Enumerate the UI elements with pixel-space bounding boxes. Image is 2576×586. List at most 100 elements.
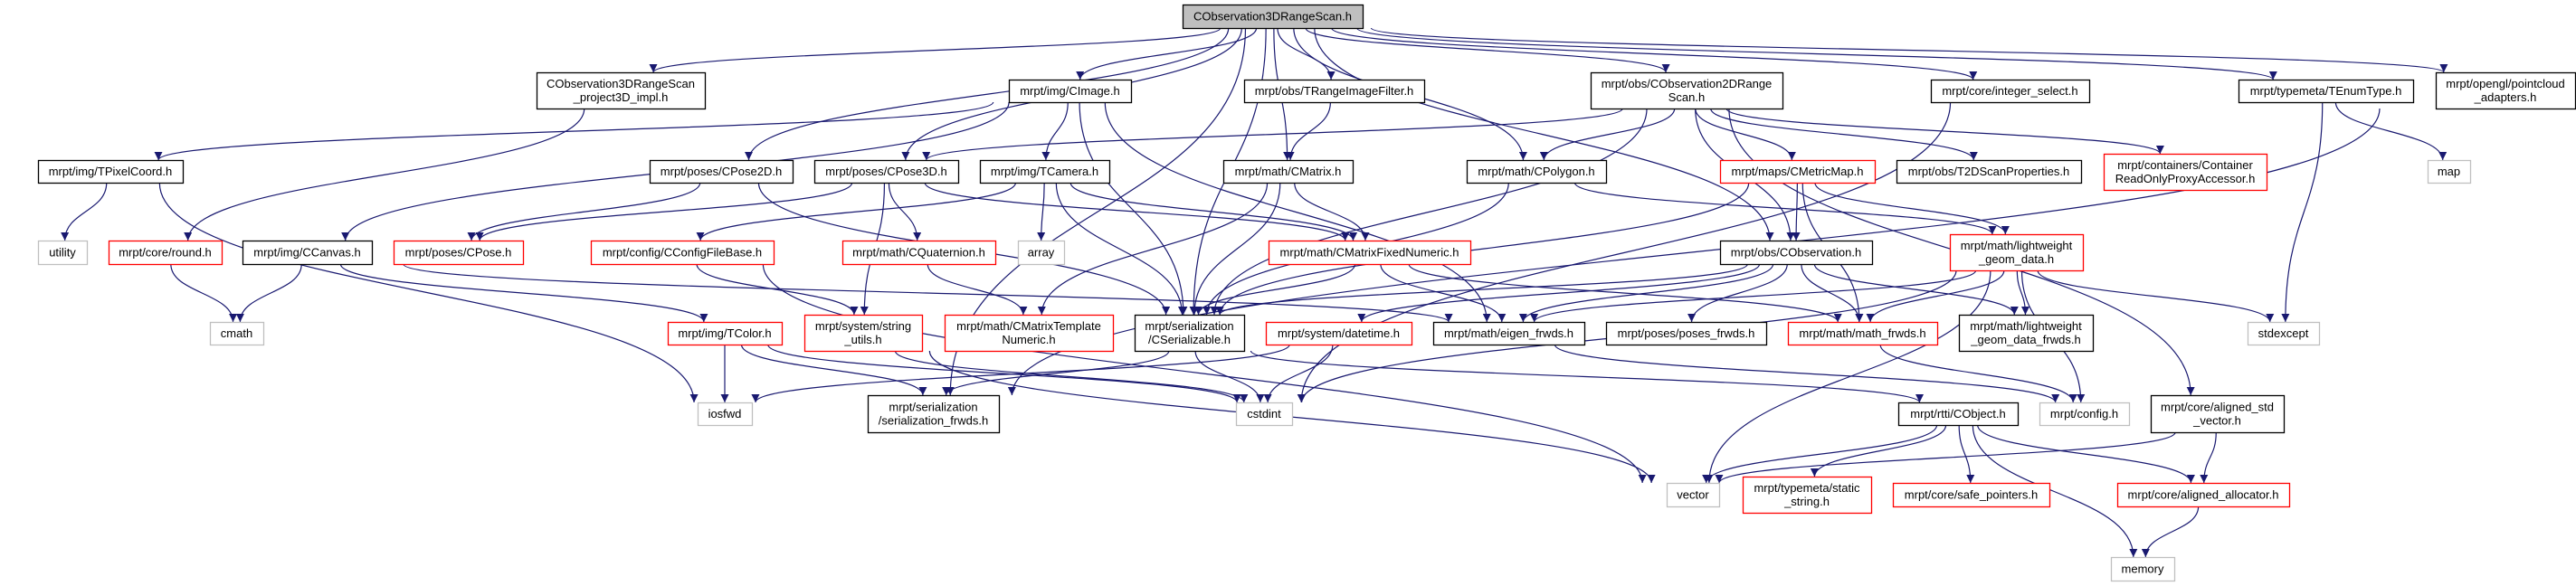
edge-main-to-trange [1277, 27, 1336, 80]
node-cmetricmap[interactable]: mrpt/maps/CMetricMap.h [1719, 159, 1877, 184]
edge-cobject-to-alalloc [1977, 424, 2195, 484]
node-cpolygon[interactable]: mrpt/math/CPolygon.h [1466, 159, 1608, 184]
node-memory[interactable]: memory [2110, 556, 2176, 582]
node-box [209, 321, 265, 346]
node-lwfrwds[interactable]: mrpt/math/lightweight_geom_data_frwds.h [1958, 314, 2095, 353]
node-label: mrpt/math/lightweight [1970, 319, 2082, 333]
node-cmatrix[interactable]: mrpt/math/CMatrix.h [1222, 159, 1355, 184]
node-label: mrpt/obs/CObservation2DRange [1602, 77, 1773, 90]
node-vector[interactable]: vector [1666, 482, 1721, 508]
node-label: iosfwd [708, 407, 742, 421]
node-round[interactable]: mrpt/core/round.h [108, 240, 223, 266]
node-static[interactable]: mrpt/typemeta/static_string.h [1742, 476, 1873, 515]
node-tcolor[interactable]: mrpt/img/TColor.h [667, 321, 784, 346]
node-cser[interactable]: mrpt/serialization/CSerializable.h [1134, 314, 1246, 353]
node-label: Numeric.h [1002, 333, 1055, 346]
node-label: _string.h [1783, 495, 1830, 508]
node-pcl[interactable]: mrpt/opengl/pointcloud_adapters.h [2435, 71, 2576, 110]
node-cstdint[interactable]: cstdint [1235, 402, 1294, 427]
node-box [803, 314, 924, 353]
node-intsel[interactable]: mrpt/core/integer_select.h [1930, 79, 2091, 104]
edge-cobject-to-safeptr [1958, 424, 1975, 484]
node-label: _geom_data_frwds.h [1970, 333, 2080, 346]
node-box [944, 314, 1115, 353]
edge-cmfixed-to-cser [1194, 263, 1356, 316]
node-cmath[interactable]: cmath [209, 321, 265, 346]
node-alstdvec[interactable]: mrpt/core/aligned_std_vector.h [2150, 394, 2286, 434]
node-cmfixed[interactable]: mrpt/math/CMatrixFixedNumeric.h [1268, 240, 1472, 266]
node-stdexcept[interactable]: stdexcept [2247, 321, 2321, 346]
node-label: mrpt/opengl/pointcloud [2446, 77, 2565, 90]
edge-proj3d-to-round [184, 108, 585, 241]
edge-cser-to-cobject [1250, 350, 1924, 403]
edge-cmatrix-to-cmtn [1037, 182, 1269, 316]
edge-tpixel-to-iosfwd [158, 182, 699, 403]
edge-eigen-to-config [1554, 344, 2060, 403]
node-label: _project3D_impl.h [573, 90, 669, 104]
node-label: _geom_data.h [1978, 252, 2054, 266]
node-map[interactable]: map [2427, 159, 2472, 184]
node-box [667, 321, 784, 346]
node-proj3d[interactable]: CObservation3DRangeScan_project3D_impl.h [536, 71, 707, 110]
node-cquat[interactable]: mrpt/math/CQuaternion.h [841, 240, 997, 266]
node-cimage[interactable]: mrpt/img/CImage.h [1008, 79, 1133, 104]
node-box [2247, 321, 2321, 346]
node-safeptr[interactable]: mrpt/core/safe_pointers.h [1892, 482, 2051, 508]
edge-lwgeom-to-lwfrwds [2016, 269, 2029, 316]
node-tenum[interactable]: mrpt/typemeta/TEnumType.h [2238, 79, 2415, 104]
node-serfrwds[interactable]: mrpt/serialization/serialization_frwds.h [867, 394, 1001, 434]
node-lwgeom[interactable]: mrpt/math/lightweight_geom_data.h [1949, 233, 2085, 272]
node-box [1432, 321, 1586, 346]
node-box [37, 159, 185, 184]
node-box [2116, 482, 2291, 508]
node-array[interactable]: array [1017, 240, 1066, 266]
node-box [1243, 79, 1426, 104]
edge-tcamera-to-cmfixed [1069, 182, 1357, 241]
node-posesfw[interactable]: mrpt/poses/poses_frwds.h [1605, 321, 1768, 346]
node-label: mrpt/system/datetime.h [1278, 326, 1400, 340]
node-label: mrpt/img/TCamera.h [991, 165, 1098, 178]
node-tcamera[interactable]: mrpt/img/TCamera.h [979, 159, 1111, 184]
node-t2dscan[interactable]: mrpt/obs/T2DScanProperties.h [1896, 159, 2083, 184]
node-main[interactable]: CObservation3DRangeScan.h [1182, 4, 1364, 30]
node-cpose[interactable]: mrpt/poses/CPose.h [393, 240, 525, 266]
node-cobs[interactable]: mrpt/obs/CObservation.h [1719, 240, 1874, 266]
node-label: CObservation3DRangeScan [547, 77, 695, 90]
node-box [1896, 159, 2083, 184]
node-utility[interactable]: utility [37, 240, 89, 266]
node-cpose2d[interactable]: mrpt/poses/CPose2D.h [649, 159, 794, 184]
node-cropa[interactable]: mrpt/containers/ContainerReadOnlyProxyAc… [2103, 153, 2268, 192]
node-box [1742, 476, 1873, 515]
node-box [1719, 159, 1877, 184]
node-cobject[interactable]: mrpt/rtti/CObject.h [1897, 402, 2020, 427]
node-cpose3d[interactable]: mrpt/poses/CPose3D.h [813, 159, 960, 184]
edge-lwgeom-to-mathfw [1866, 269, 2005, 323]
node-tpixel[interactable]: mrpt/img/TPixelCoord.h [37, 159, 185, 184]
node-mathfw[interactable]: mrpt/math/math_frwds.h [1787, 321, 1939, 346]
node-box [536, 71, 707, 110]
node-ccanvas[interactable]: mrpt/img/CCanvas.h [242, 240, 374, 266]
edge-cser-to-serfrwds [942, 350, 1170, 396]
node-eigen[interactable]: mrpt/math/eigen_frwds.h [1432, 321, 1586, 346]
node-box [1134, 314, 1246, 353]
edge-strutil-to-cstdint [894, 350, 1249, 403]
edge-main-to-pcl [1370, 27, 2448, 73]
edge-tpixel-to-utility [61, 182, 108, 241]
node-config[interactable]: mrpt/config.h [2039, 402, 2131, 427]
node-iosfwd[interactable]: iosfwd [697, 402, 754, 427]
edge-cmetricmap-to-cobs [1792, 182, 1801, 241]
node-label: mrpt/serialization [889, 401, 977, 414]
node-cconfig[interactable]: mrpt/config/CConfigFileBase.h [590, 240, 775, 266]
node-box [2435, 71, 2576, 110]
node-trange[interactable]: mrpt/obs/TRangeImageFilter.h [1243, 79, 1426, 104]
node-box [1265, 321, 1413, 346]
node-box [2238, 79, 2415, 104]
edge-trange-to-cmatrix [1286, 101, 1332, 161]
node-datetime[interactable]: mrpt/system/datetime.h [1265, 321, 1413, 346]
node-strutil[interactable]: mrpt/system/string_utils.h [803, 314, 924, 353]
node-alalloc[interactable]: mrpt/core/aligned_allocator.h [2116, 482, 2291, 508]
edge-cpose3d-to-cmfixed [924, 182, 1350, 241]
edge-cobs-to-datetime [1357, 263, 1761, 323]
